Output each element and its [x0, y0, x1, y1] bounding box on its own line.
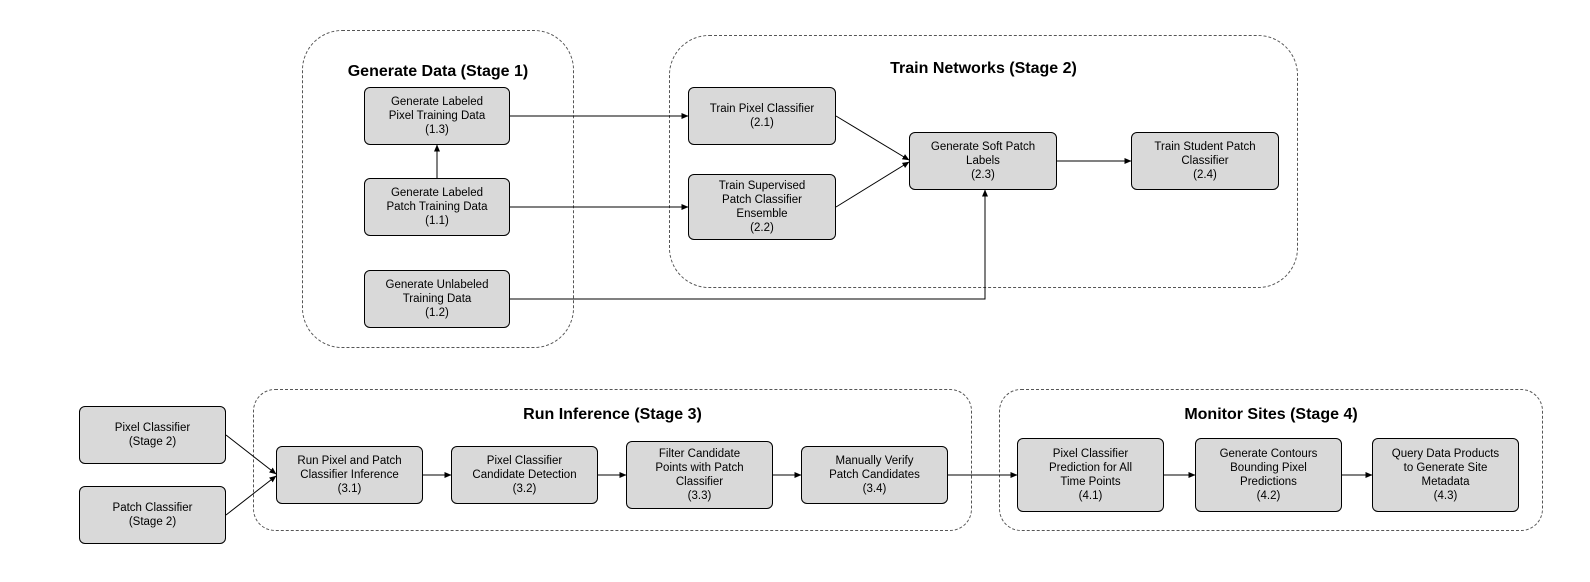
node-3-3-line-1: Filter Candidate [658, 448, 741, 460]
node-4-1[interactable]: Pixel Classifier Prediction for All Time… [1017, 438, 1164, 512]
node-1-1[interactable]: Generate Labeled Patch Training Data (1.… [364, 178, 510, 236]
group-stage-4: Monitor Sites (Stage 4) [999, 389, 1543, 531]
node-4-1-line-1: Pixel Classifier [1052, 448, 1129, 460]
node-4-3[interactable]: Query Data Products to Generate Site Met… [1372, 438, 1519, 512]
group-stage-2-title: Train Networks (Stage 2) [890, 60, 1077, 77]
node-1-2[interactable]: Generate Unlabeled Training Data (1.2) [364, 270, 510, 328]
node-4-3-line-2: to Generate Site [1403, 462, 1488, 474]
node-4-1-line-4: (4.1) [1078, 490, 1103, 502]
node-3-3-line-3: Classifier [675, 476, 724, 488]
node-2-2-line-2: Patch Classifier [722, 194, 802, 206]
node-1-3-line-1: Generate Labeled [390, 96, 484, 108]
node-2-2[interactable]: Train Supervised Patch Classifier Ensemb… [688, 174, 836, 240]
node-3-1[interactable]: Run Pixel and Patch Classifier Inference… [276, 446, 423, 504]
node-1-3[interactable]: Generate Labeled Pixel Training Data (1.… [364, 87, 510, 145]
node-2-3-line-3: (2.3) [971, 169, 995, 181]
node-patch-classifier-input-line-1: Patch Classifier [112, 502, 193, 514]
node-1-2-line-3: (1.2) [425, 307, 449, 319]
node-2-3-line-1: Generate Soft Patch [930, 141, 1036, 153]
node-4-2-line-2: Bounding Pixel [1230, 462, 1307, 474]
node-2-1[interactable]: Train Pixel Classifier (2.1) [688, 87, 836, 145]
node-2-3[interactable]: Generate Soft Patch Labels (2.3) [909, 132, 1057, 190]
group-stage-1-title: Generate Data (Stage 1) [347, 63, 529, 80]
node-pixel-classifier-input-line-2: (Stage 2) [128, 436, 177, 448]
node-3-2-line-2: Candidate Detection [472, 469, 577, 481]
node-3-4-line-2: Patch Candidates [829, 469, 920, 481]
node-3-2[interactable]: Pixel Classifier Candidate Detection (3.… [451, 446, 598, 504]
node-3-2-line-1: Pixel Classifier [486, 455, 563, 467]
node-4-3-line-1: Query Data Products [1391, 448, 1500, 460]
node-4-2-line-3: Predictions [1240, 476, 1297, 488]
node-4-3-line-3: Metadata [1421, 476, 1470, 488]
node-3-4-line-3: (3.4) [862, 483, 887, 495]
node-3-1-line-3: (3.1) [337, 483, 362, 495]
node-2-2-line-1: Train Supervised [718, 180, 806, 192]
node-2-4[interactable]: Train Student Patch Classifier (2.4) [1131, 132, 1279, 190]
node-3-3-line-2: Points with Patch [655, 462, 744, 474]
node-1-1-line-2: Patch Training Data [386, 201, 488, 213]
node-1-1-line-3: (1.1) [425, 215, 449, 227]
node-patch-classifier-input-line-2: (Stage 2) [128, 516, 177, 528]
node-4-2-line-4: (4.2) [1256, 490, 1281, 502]
node-pixel-classifier-input[interactable]: Pixel Classifier (Stage 2) [79, 406, 226, 464]
node-2-1-line-1: Train Pixel Classifier [709, 103, 815, 115]
node-1-3-line-3: (1.3) [425, 124, 449, 136]
group-stage-3-title: Run Inference (Stage 3) [523, 406, 702, 423]
node-4-1-line-2: Prediction for All [1048, 462, 1133, 474]
node-2-3-line-2: Labels [966, 155, 1000, 167]
node-2-4-line-3: (2.4) [1193, 169, 1217, 181]
node-3-3-line-4: (3.3) [687, 490, 712, 502]
node-2-4-line-1: Train Student Patch [1154, 141, 1256, 153]
node-4-3-line-4: (4.3) [1433, 490, 1458, 502]
node-1-3-line-2: Pixel Training Data [388, 110, 486, 122]
node-pixel-classifier-input-line-1: Pixel Classifier [114, 422, 191, 434]
node-4-2[interactable]: Generate Contours Bounding Pixel Predict… [1195, 438, 1342, 512]
node-3-2-line-3: (3.2) [512, 483, 537, 495]
node-2-2-line-4: (2.2) [750, 222, 774, 234]
node-2-1-line-2: (2.1) [750, 117, 774, 129]
node-2-4-line-2: Classifier [1181, 155, 1229, 167]
node-1-2-line-2: Training Data [402, 293, 472, 305]
node-3-3[interactable]: Filter Candidate Points with Patch Class… [626, 441, 773, 509]
node-4-1-line-3: Time Points [1060, 476, 1121, 488]
node-3-1-line-2: Classifier Inference [300, 469, 399, 481]
node-2-2-line-3: Ensemble [736, 208, 788, 220]
group-stage-4-title: Monitor Sites (Stage 4) [1184, 406, 1358, 423]
node-4-2-line-1: Generate Contours [1219, 448, 1318, 460]
group-stage-1: Generate Data (Stage 1) [302, 30, 574, 348]
node-1-1-line-1: Generate Labeled [390, 187, 484, 199]
node-1-2-line-1: Generate Unlabeled [385, 279, 489, 291]
node-3-4[interactable]: Manually Verify Patch Candidates (3.4) [801, 446, 948, 504]
node-3-4-line-1: Manually Verify [835, 455, 914, 467]
node-3-1-line-1: Run Pixel and Patch [297, 455, 402, 467]
node-patch-classifier-input[interactable]: Patch Classifier (Stage 2) [79, 486, 226, 544]
